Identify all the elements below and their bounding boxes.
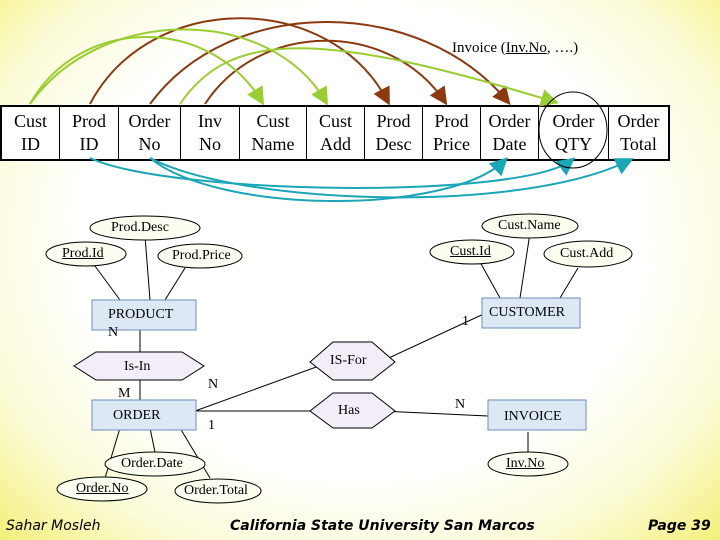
order-cardinality-1: 1 — [208, 418, 215, 433]
attr-prod-price: Prod.Price — [172, 248, 231, 263]
arrow-green-2 — [29, 28, 329, 106]
title-rest: , ….) — [546, 40, 579, 56]
primary-key: Inv.No — [505, 40, 547, 56]
attr-cust-id-oval — [429, 239, 515, 265]
product-cardinality: N — [108, 325, 119, 340]
attr-cust-add: Cust.Add — [560, 246, 614, 261]
arrow-cyan-3 — [89, 157, 576, 189]
attr-order-total: Order.Total — [184, 483, 248, 498]
qty-highlight-ellipse — [538, 91, 608, 169]
footer-page: Page 39 — [648, 518, 711, 534]
arrow-brown-1 — [89, 17, 390, 106]
attr-cust-name: Cust.Name — [498, 218, 561, 233]
attr-order-no-oval — [56, 476, 148, 502]
attr-order-date: Order.Date — [121, 456, 183, 471]
invoice-title: Invoice (Inv.No, ….) — [452, 40, 579, 56]
attr-cust-add-oval — [543, 240, 633, 268]
attr-prod-id-oval — [45, 241, 127, 267]
order-cardinality-m: M — [118, 386, 131, 401]
rel-has-diamond — [309, 392, 396, 429]
relation-name: Invoice — [452, 40, 497, 56]
arrow-cyan-2 — [149, 157, 634, 199]
rel-is-in-diamond — [73, 351, 205, 381]
attr-order-date-oval — [104, 451, 206, 477]
entity-product-box — [91, 299, 197, 331]
arrow-green-1 — [29, 36, 265, 106]
arrow-brown-3 — [204, 39, 448, 106]
entity-order-label: ORDER — [113, 408, 161, 423]
invoice-cardinality-n: N — [455, 397, 466, 412]
rel-is-for-label: IS-For — [330, 353, 367, 368]
arrow-cyan-1 — [149, 157, 508, 202]
attr-cust-id: Cust.Id — [450, 244, 491, 259]
attr-cust-name-oval — [481, 213, 579, 239]
footer-university: California State University San Marcos — [230, 518, 535, 534]
rel-has-label: Has — [338, 403, 360, 418]
footer-author: Sahar Mosleh — [6, 518, 101, 534]
attr-order-total-oval — [174, 478, 262, 504]
entity-invoice-box — [487, 399, 587, 431]
entity-order-box — [91, 399, 197, 431]
entity-customer-label: CUSTOMER — [489, 305, 565, 320]
arrow-brown-2 — [149, 21, 511, 106]
entity-customer-box — [481, 297, 581, 329]
entity-invoice-label: INVOICE — [504, 409, 562, 424]
rel-is-in-label: Is-In — [124, 359, 151, 374]
arrow-green-3 — [179, 47, 559, 107]
attr-inv-no: Inv.No — [506, 456, 545, 471]
attr-prod-desc-oval — [89, 215, 201, 241]
rel-is-for-diamond — [309, 341, 396, 381]
attr-prod-id: Prod.Id — [62, 246, 104, 261]
attr-order-no: Order.No — [76, 481, 129, 496]
customer-cardinality-1: 1 — [462, 314, 469, 329]
attr-inv-no-oval — [487, 451, 569, 477]
is-in-cardinality-n: N — [208, 377, 219, 392]
attr-prod-price-oval — [157, 243, 243, 269]
attr-prod-desc: Prod.Desc — [111, 220, 169, 235]
